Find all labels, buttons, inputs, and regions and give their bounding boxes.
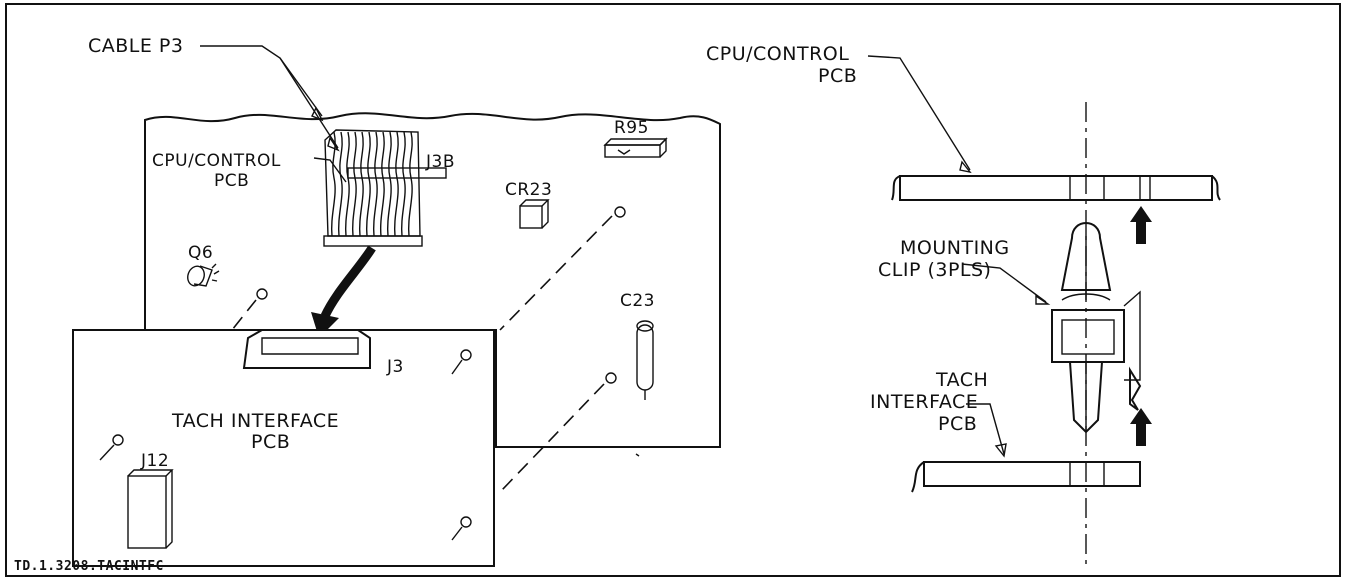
label-cpu-control-right: CPU/CONTROL: [706, 43, 849, 65]
label-cpu-control-left: CPU/CONTROL: [152, 151, 281, 171]
label-tach-right-pcb: PCB: [938, 413, 977, 435]
cpu-control-board-side: [891, 175, 1221, 201]
mounting-clip: [1051, 222, 1142, 434]
label-j3b: J3B: [425, 152, 455, 172]
leader-clip: [961, 263, 1047, 303]
leader-cpu-right: [867, 55, 971, 171]
tach-interface-board-side: [911, 461, 1141, 493]
alignment-line-3: [501, 383, 605, 491]
mount-hole-tach-3: [460, 516, 472, 528]
label-tach-interface-pcb: PCB: [251, 431, 290, 453]
mount-hole-tach-2: [112, 434, 124, 446]
label-tach-interface: TACH INTERFACE: [171, 410, 339, 432]
c23-capacitor: [636, 320, 654, 400]
label-cpu-control-right-pcb: PCB: [818, 65, 857, 87]
alignment-line-1: [499, 215, 613, 331]
j3b-connector: [347, 167, 447, 179]
label-cable-p3: CABLE P3: [88, 35, 183, 57]
hole-lead-1: [451, 359, 463, 375]
mount-hole-cpu-2: [256, 288, 268, 300]
label-j12: J12: [140, 451, 169, 471]
j3-connector: [242, 329, 371, 369]
figure-id: TD.1.3208.TACINTFC: [14, 559, 164, 574]
ribbon-wire: [337, 131, 343, 237]
label-tach-right-interface: INTERFACE: [870, 391, 978, 413]
label-clip-3pls: CLIP (3PLS): [878, 259, 991, 281]
board-mark: [635, 453, 640, 457]
r95-resistor: [603, 137, 668, 158]
insert-arrow-down: [1130, 408, 1152, 446]
cable-end-connector: [323, 235, 423, 247]
label-mounting: MOUNTING: [900, 237, 1010, 259]
figure-frame: [5, 3, 1341, 577]
insert-arrow-up: [1130, 206, 1152, 244]
leader-cpu-right-arrow: [959, 160, 972, 174]
label-cpu-control-left-pcb: PCB: [214, 171, 249, 191]
mount-hole-tach-1: [460, 349, 472, 361]
label-q6: Q6: [188, 243, 213, 263]
leader-cable-p3-a: [200, 45, 323, 117]
tach-interface-board: [72, 329, 495, 567]
hole-lead-3: [451, 526, 463, 541]
label-cr23: CR23: [505, 180, 552, 200]
label-c23: C23: [620, 291, 655, 311]
cr23-diode: [519, 199, 550, 229]
cable-lead: [320, 245, 376, 318]
leader-cpu-left: [313, 157, 347, 183]
hole-lead-2: [99, 444, 115, 461]
mount-hole-cpu-1: [614, 206, 626, 218]
label-j3: J3: [386, 357, 404, 377]
leader-tach-right: [966, 403, 1005, 455]
cpu-control-board: [144, 112, 721, 448]
j12-connector: [127, 469, 174, 549]
label-tach-right: TACH: [935, 369, 988, 391]
leader-clip-arrow: [1035, 294, 1051, 305]
leader-cable-p3-b: [279, 57, 339, 149]
cable-p3: [323, 129, 447, 247]
mount-hole-cpu-3: [605, 372, 617, 384]
leader-tach-right-arrow: [994, 443, 1007, 458]
alignment-line-2: [231, 299, 257, 331]
label-r95: R95: [614, 118, 649, 138]
leader-arrowheads: [311, 106, 340, 152]
q6-transistor: [187, 263, 220, 287]
